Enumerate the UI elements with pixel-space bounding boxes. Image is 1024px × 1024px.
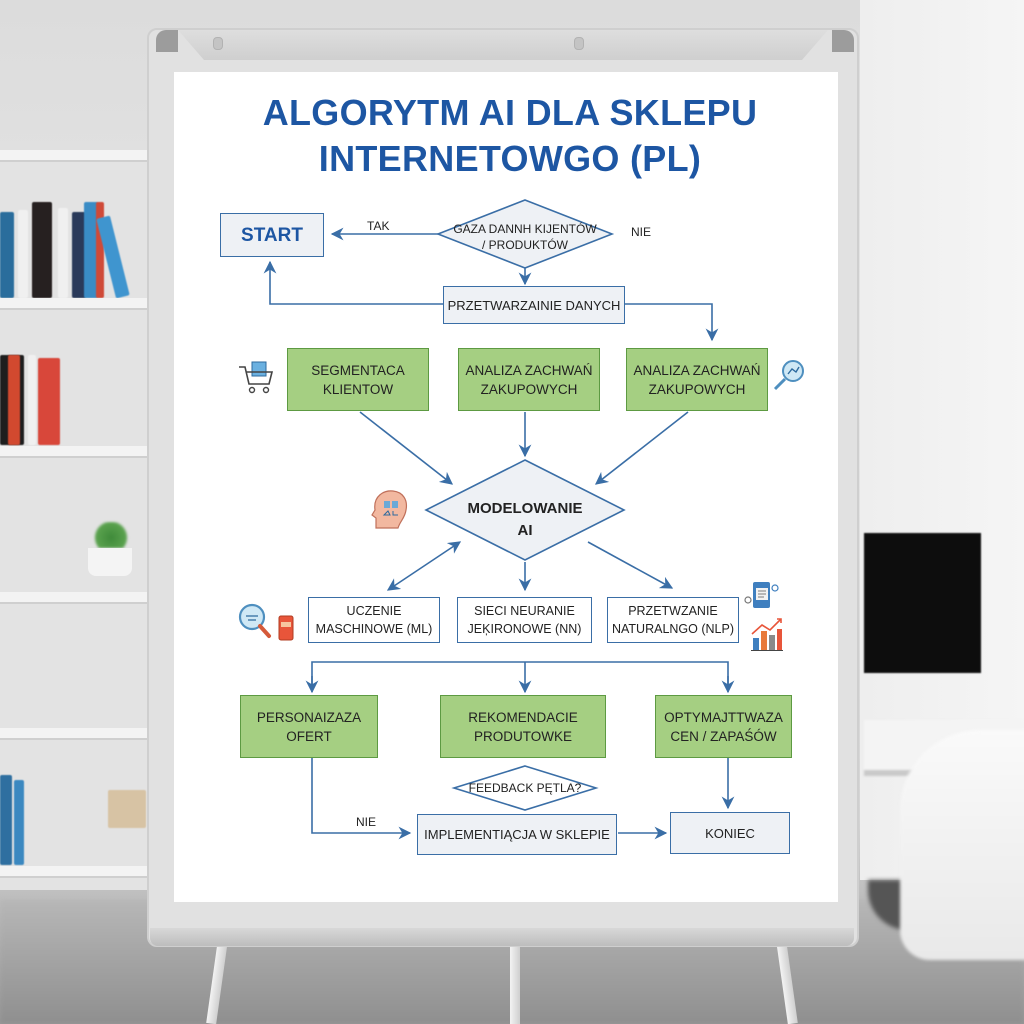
box-line2: MASCHINOWE (ML) <box>315 622 433 636</box>
modeling-line1: MODELOWANIE <box>467 500 583 517</box>
analysis-box-behavior: ANALIZA ZACHWAŃ ZAKUPOWYCH <box>458 348 600 411</box>
analysis-box-segmentation: SEGMENTACA KLIENTOW <box>287 348 429 411</box>
box-line2: JEĶIRONOWE (NN) <box>467 622 582 636</box>
outcome-box-personalization: PERSONAIZAZA OFERT <box>240 695 378 758</box>
box-line2: CEN / ZAPAŚÓW <box>670 728 777 744</box>
box-line2: KLIENTOW <box>322 381 394 397</box>
shelf-board <box>0 298 152 310</box>
box-line1: SIECI NEURANIE <box>474 604 575 618</box>
box-line1: PERSONAIZAZA <box>256 709 362 725</box>
paper-clamp-bar <box>178 30 828 60</box>
shelf-board <box>0 150 152 162</box>
magnifier-chart-icon <box>773 360 804 391</box>
book <box>14 780 24 865</box>
book <box>18 210 28 298</box>
label-tak: TAK <box>367 219 390 233</box>
book <box>8 355 20 445</box>
processing-box: PRZETWARZAINIE DANYCH <box>443 286 625 324</box>
flipchart-paper <box>174 72 838 902</box>
box-line1: ANALIZA ZACHWAŃ <box>465 362 593 378</box>
book <box>38 358 60 445</box>
outcome-box-recommendations: REKOMENDACIE PRODUTOWKE <box>440 695 606 758</box>
book <box>0 212 14 298</box>
brain-head-icon <box>371 490 408 529</box>
start-box: START <box>220 213 324 257</box>
book <box>0 775 12 865</box>
method-box-ml: UCZENIE MASCHINOWE (ML) <box>308 597 440 643</box>
book <box>58 208 68 298</box>
box-line2: PRODUTOWKE <box>473 728 572 744</box>
shelf-board <box>0 728 152 740</box>
method-box-nlp: PRZETWZANIE NATURALNGO (NLP) <box>607 597 739 643</box>
shopping-cart-icon <box>239 361 274 394</box>
outcome-box-optimization: OPTYMAJTTWAZA CEN / ZAPAŚÓW <box>655 695 792 758</box>
box-line1: UCZENIE <box>346 604 402 618</box>
modeling-line2: AI <box>517 522 533 539</box>
book <box>84 202 98 298</box>
modeling-text: MODELOWANIE AI <box>445 498 605 542</box>
label-nie-bottom: NIE <box>356 815 377 829</box>
book <box>72 212 86 298</box>
decision-data-text: GAZA DANNH KIJENTÓW / PRODUKTÓW <box>448 221 602 253</box>
shelf-board <box>0 866 152 878</box>
analysis-box-behavior-2: ANALIZA ZACHWAŃ ZAKUPOWYCH <box>626 348 768 411</box>
bookshelf <box>0 150 160 890</box>
plant-pot <box>88 548 132 576</box>
book <box>32 202 52 298</box>
chair <box>900 730 1024 960</box>
method-box-nn: SIECI NEURANIE JEĶIRONOWE (NN) <box>457 597 592 643</box>
box-line1: OPTYMAJTTWAZA <box>664 709 783 725</box>
feedback-text: FEEDBACK PĘTLA? <box>468 781 582 795</box>
monitor <box>864 533 981 673</box>
marker-tray <box>150 928 854 946</box>
easel-leg <box>510 945 520 1024</box>
bar-chart-growth-icon <box>751 618 783 651</box>
shelf-board <box>0 446 152 458</box>
box-line2: NATURALNGO (NLP) <box>611 622 734 636</box>
label-nie-top: NIE <box>631 225 652 239</box>
frame-corner <box>156 30 178 52</box>
box-line2: ZAKUPOWYCH <box>480 381 578 397</box>
box-line2: ZAKUPOWYCH <box>648 381 746 397</box>
shelf-board <box>0 592 152 604</box>
box-line2: OFERT <box>286 728 332 744</box>
title-line-2: INTERNETOWGO (PL) <box>318 138 702 179</box>
diagram-title: ALGORYTM AI DLA SKLEPU INTERNETOWGO (PL) <box>200 90 820 182</box>
decision-data-line2: / PRODUKTÓW <box>482 238 568 252</box>
end-box: KONIEC <box>670 812 790 854</box>
plant <box>92 522 130 548</box>
implementation-box: IMPLEMENTIĄCJA W SKLEPIE <box>417 814 617 855</box>
box-line1: ANALIZA ZACHWAŃ <box>633 362 761 378</box>
clamp-knob <box>213 37 223 50</box>
book <box>28 355 36 445</box>
book <box>96 202 104 298</box>
clamp-knob <box>574 37 584 50</box>
document-icon <box>744 582 779 608</box>
frame-corner <box>832 30 854 52</box>
box-line1: REKOMENDACIE <box>468 709 578 725</box>
title-line-1: ALGORYTM AI DLA SKLEPU <box>262 92 758 133</box>
decision-data-line1: GAZA DANNH KIJENTÓW <box>453 222 597 236</box>
box <box>108 790 146 828</box>
box-line1: PRZETWZANIE <box>628 604 718 618</box>
search-analysis-icon <box>238 603 294 641</box>
box-line1: SEGMENTACA <box>311 362 405 378</box>
